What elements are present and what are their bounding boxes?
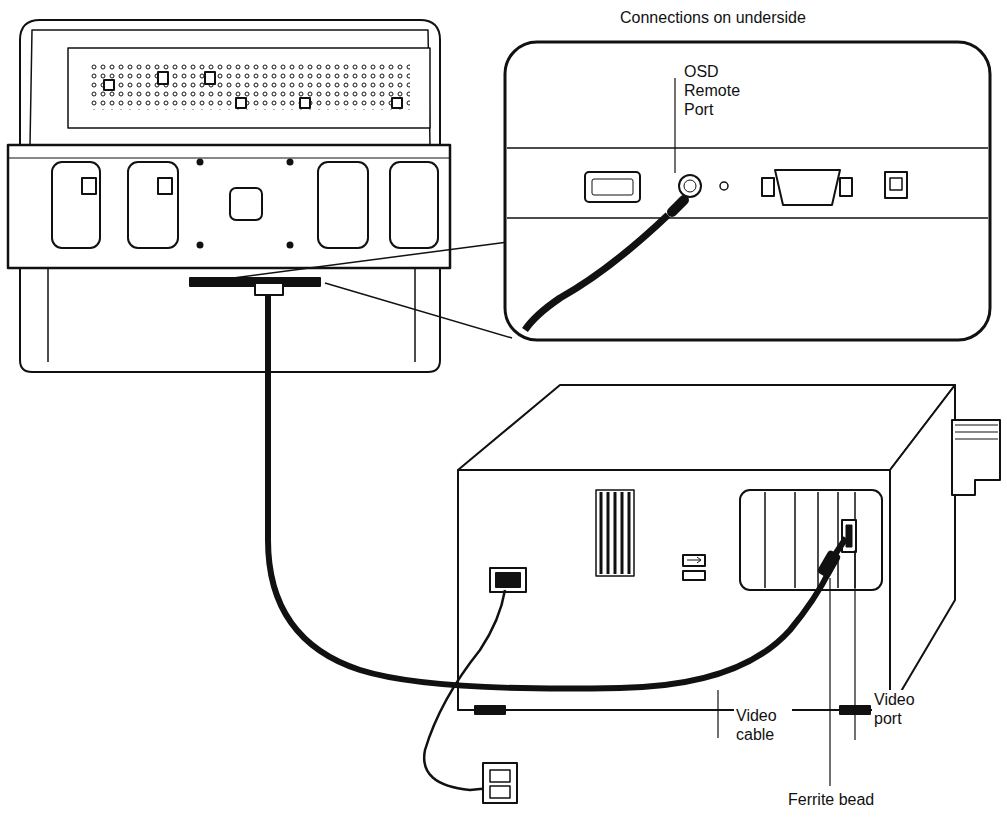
part-label: Video cable xyxy=(734,706,792,744)
part-label: Video port xyxy=(872,690,928,728)
port-label: OSD Remote Port xyxy=(682,62,746,119)
part-label: Ferrite bead xyxy=(786,790,876,809)
callout-heading: Connections on underside xyxy=(618,8,808,27)
